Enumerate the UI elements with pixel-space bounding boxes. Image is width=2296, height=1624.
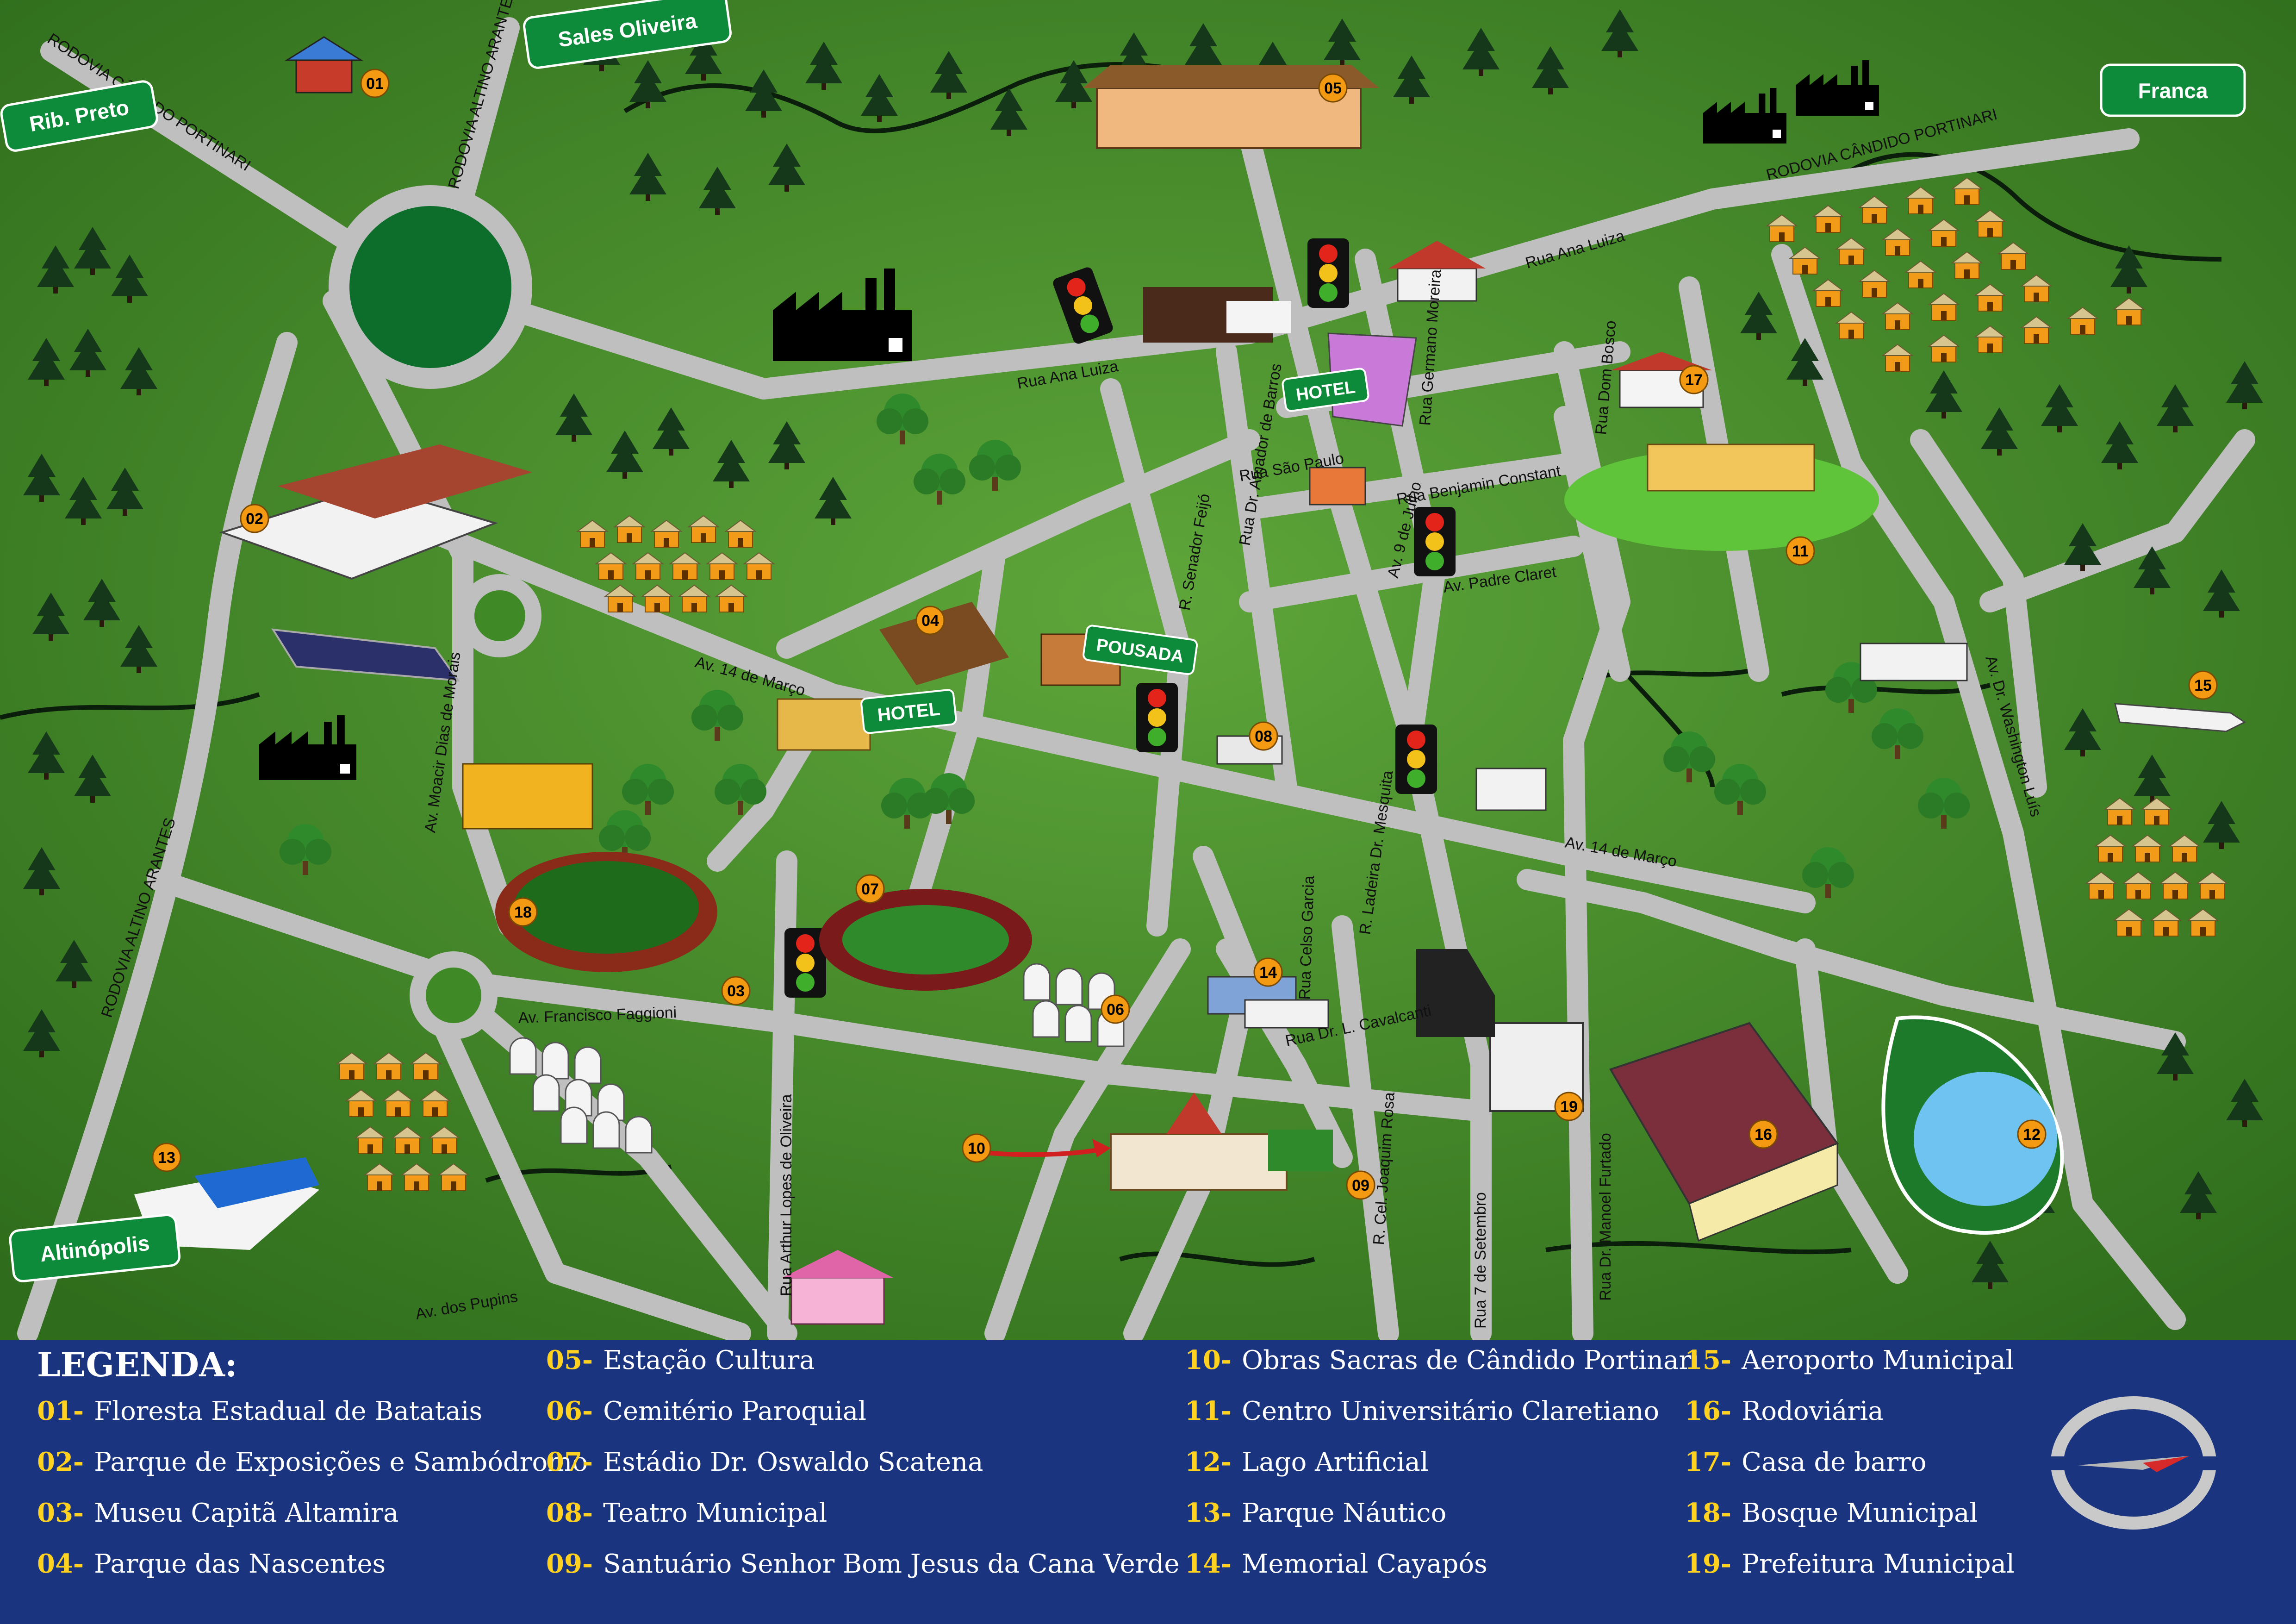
legend-title: LEGENDA: (37, 1345, 237, 1384)
svg-text:04: 04 (921, 612, 939, 630)
legend-item: 01-Floresta Estadual de Batatais (37, 1396, 483, 1426)
marker-05[interactable]: 05 (1318, 73, 1348, 103)
svg-text:18: 18 (514, 904, 532, 921)
legend-item: 18-Bosque Municipal (1685, 1498, 1978, 1528)
hotel-sign: HOTEL (860, 689, 957, 734)
marker-16[interactable]: 16 (1748, 1119, 1778, 1149)
legend-item: 16-Rodoviária (1685, 1396, 1884, 1426)
traffic-light-icon (1307, 238, 1349, 308)
svg-text:02: 02 (246, 510, 263, 528)
svg-text:16: 16 (1755, 1126, 1772, 1143)
legend-item: 08-Teatro Municipal (546, 1498, 828, 1528)
marker-07[interactable]: 07 (855, 874, 885, 904)
legend-item: 19-Prefeitura Municipal (1685, 1549, 2015, 1579)
road-label: Rua Dr. Manoel Furtado (1597, 1133, 1614, 1301)
svg-text:19: 19 (1560, 1098, 1578, 1116)
city-sign: Altinópolis (9, 1213, 181, 1282)
marker-17[interactable]: 17 (1679, 365, 1709, 394)
legend-panel (0, 1340, 2296, 1624)
city-sign: Franca (2100, 63, 2246, 117)
marker-14[interactable]: 14 (1253, 957, 1283, 987)
legend-item: 05-Estação Cultura (546, 1345, 815, 1375)
marker-06[interactable]: 06 (1101, 994, 1130, 1024)
svg-text:03: 03 (727, 982, 745, 1000)
svg-text:06: 06 (1107, 1001, 1124, 1018)
marker-19[interactable]: 19 (1554, 1092, 1584, 1121)
marker-09[interactable]: 09 (1346, 1170, 1375, 1200)
marker-12[interactable]: 12 (2017, 1119, 2047, 1149)
svg-text:13: 13 (158, 1149, 175, 1167)
svg-text:07: 07 (861, 881, 879, 898)
legend-item: 15-Aeroporto Municipal (1685, 1345, 2014, 1375)
marker-04[interactable]: 04 (915, 606, 945, 635)
svg-text:Franca: Franca (2138, 79, 2208, 103)
road-label: Rua 7 de Setembro (1472, 1192, 1489, 1329)
svg-text:12: 12 (2023, 1126, 2041, 1143)
traffic-light-icon (1395, 725, 1437, 794)
legend-item: 10-Obras Sacras de Cândido Portinari (1185, 1345, 1700, 1375)
svg-text:01: 01 (366, 75, 384, 93)
svg-text:14: 14 (1259, 964, 1277, 981)
svg-text:17: 17 (1685, 371, 1703, 389)
marker-02[interactable]: 02 (240, 504, 269, 533)
marker-10[interactable]: 10 (962, 1133, 991, 1163)
svg-text:05: 05 (1324, 80, 1342, 97)
traffic-light-icon (1136, 683, 1178, 752)
svg-text:08: 08 (1255, 728, 1272, 745)
marker-01[interactable]: 01 (360, 69, 390, 98)
landmark-buildings (134, 36, 2246, 1325)
marker-18[interactable]: 18 (508, 897, 538, 927)
city-sign: Rib. Preto (0, 80, 158, 152)
road-label: Rua Arthur Lopes de Oliveira (778, 1094, 795, 1296)
pousada-sign: POUSADA (1083, 625, 1198, 675)
svg-text:15: 15 (2194, 677, 2212, 694)
legend-item: 12-Lago Artificial (1185, 1447, 1429, 1477)
svg-text:10: 10 (968, 1140, 985, 1157)
legend-item: 11-Centro Universitário Claretiano (1185, 1396, 1660, 1426)
legend-item: 03-Museu Capitã Altamira (37, 1498, 399, 1528)
legend-item: 14-Memorial Cayapós (1185, 1549, 1487, 1579)
marker-08[interactable]: 08 (1249, 721, 1278, 751)
legend-item: 04-Parque das Nascentes (37, 1549, 386, 1579)
legend-item: 06-Cemitério Paroquial (546, 1396, 867, 1426)
map-canvas: RODOVIA CÂNDIDO PORTINARI RODOVIA ALTINO… (0, 0, 2296, 1340)
marker-13[interactable]: 13 (152, 1143, 181, 1172)
compass-logo-icon (2050, 1396, 2217, 1530)
legend-item: 07-Estádio Dr. Oswaldo Scatena (546, 1447, 983, 1477)
marker-03[interactable]: 03 (721, 976, 751, 1006)
hotel-sign: HOTEL (1282, 368, 1369, 412)
legend-item: 13-Parque Náutico (1185, 1498, 1447, 1528)
marker-11[interactable]: 11 (1786, 536, 1815, 566)
traffic-light-icon (1414, 507, 1456, 576)
legend-item: 02-Parque de Exposições e Sambódromo (37, 1447, 588, 1477)
legend-item: 09-Santuário Senhor Bom Jesus da Cana Ve… (546, 1549, 1180, 1579)
svg-text:11: 11 (1792, 543, 1809, 560)
marker-15[interactable]: 15 (2188, 670, 2218, 700)
road-label: Rua Celso Garcia (1296, 875, 1318, 1000)
svg-text:09: 09 (1352, 1177, 1369, 1194)
city-sign: Sales Oliveira (523, 0, 732, 69)
legend-item: 17-Casa de barro (1685, 1447, 1927, 1477)
